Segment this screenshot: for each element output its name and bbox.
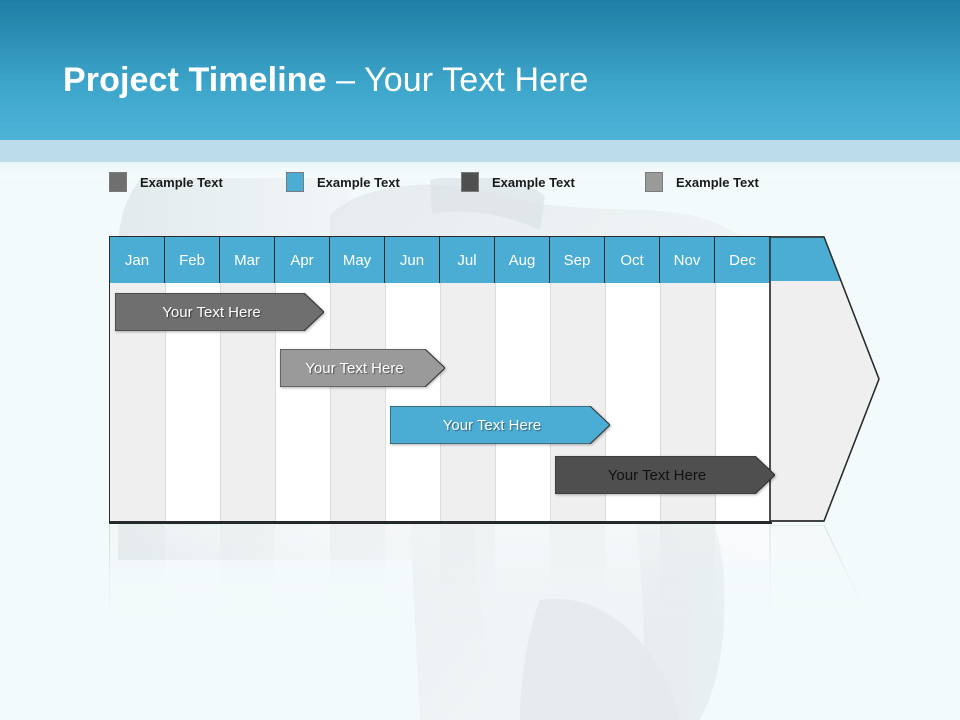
column-separator (550, 283, 551, 521)
column-separator (495, 283, 496, 521)
reflection-arrow-head (769, 524, 881, 646)
reflection-grid (109, 525, 771, 641)
chart-legend: Example Text Example Text Example Text Exam… (109, 170, 909, 194)
reflection-column (330, 525, 385, 641)
timeline-baseline (109, 522, 772, 524)
timeline-bar-3[interactable]: Your Text Here (390, 406, 610, 444)
timeline-bar-4[interactable]: Your Text Here (555, 456, 775, 494)
reflection-column (440, 525, 495, 641)
legend-item-2[interactable]: Example Text (286, 170, 400, 194)
legend-swatch-gray-dark (461, 172, 479, 192)
month-header-apr[interactable]: Apr (275, 237, 330, 283)
month-header-jun[interactable]: Jun (385, 237, 440, 283)
month-header-aug[interactable]: Aug (495, 237, 550, 283)
legend-item-label: Example Text (676, 174, 759, 190)
month-header-mar[interactable]: Mar (220, 237, 275, 283)
reflection-column (385, 525, 440, 641)
month-header-oct[interactable]: Oct (605, 237, 660, 283)
reflection-column (220, 525, 275, 641)
timeline-bar-label: Your Text Here (162, 303, 261, 321)
reflection-column (165, 525, 220, 641)
timeline-column-mar: Mar (220, 237, 275, 521)
column-separator (660, 283, 661, 521)
legend-item-1[interactable]: Example Text (109, 170, 223, 194)
timeline-column-jul: Jul (440, 237, 495, 521)
month-header-may[interactable]: May (330, 237, 385, 283)
legend-item-4[interactable]: Example Text (645, 170, 759, 194)
column-separator (440, 283, 441, 521)
month-header-sep[interactable]: Sep (550, 237, 605, 283)
reflection-column (715, 525, 770, 641)
legend-item-label: Example Text (492, 174, 575, 190)
month-header-feb[interactable]: Feb (165, 237, 220, 283)
slide-header-banner: Project Timeline – Your Text Here (0, 0, 960, 140)
legend-item-label: Example Text (140, 174, 223, 190)
month-header-nov[interactable]: Nov (660, 237, 715, 283)
timeline-bar-1[interactable]: Your Text Here (115, 293, 324, 331)
legend-swatch-gray-medium (109, 172, 127, 192)
legend-item-label: Example Text (317, 174, 400, 190)
legend-item-3[interactable]: Example Text (461, 170, 575, 194)
timeline-bar-label: Your Text Here (442, 416, 542, 434)
timeline-column-aug: Aug (495, 237, 550, 521)
column-separator (605, 283, 606, 521)
header-accent-band (0, 140, 960, 162)
column-separator (385, 283, 386, 521)
page-title-rest: – Your Text Here (326, 61, 589, 99)
column-separator (275, 283, 276, 521)
timeline-reflection (109, 524, 881, 646)
reflection-column (550, 525, 605, 641)
column-separator (330, 283, 331, 521)
timeline-column-jan: Jan (110, 237, 165, 521)
month-header-dec[interactable]: Dec (715, 237, 770, 283)
legend-swatch-blue (286, 172, 304, 192)
reflection-column (495, 525, 550, 641)
page-title-bold: Project Timeline (63, 61, 327, 99)
column-separator (715, 283, 716, 521)
reflection-column (660, 525, 715, 641)
column-separator (220, 283, 221, 521)
page-title: Project Timeline – Your Text Here (63, 58, 589, 102)
timeline-bar-label: Your Text Here (607, 466, 707, 484)
timeline-arrow-head (769, 236, 881, 522)
timeline-bar-label: Your Text Here (305, 359, 404, 377)
month-header-jul[interactable]: Jul (440, 237, 495, 283)
reflection-column (110, 525, 165, 641)
header-fade-strip (0, 162, 960, 178)
month-header-jan[interactable]: Jan (110, 237, 165, 283)
timeline-bar-2[interactable]: Your Text Here (280, 349, 445, 387)
column-separator (165, 283, 166, 521)
reflection-column (275, 525, 330, 641)
reflection-column (605, 525, 660, 641)
timeline-column-feb: Feb (165, 237, 220, 521)
legend-swatch-gray-light (645, 172, 663, 192)
